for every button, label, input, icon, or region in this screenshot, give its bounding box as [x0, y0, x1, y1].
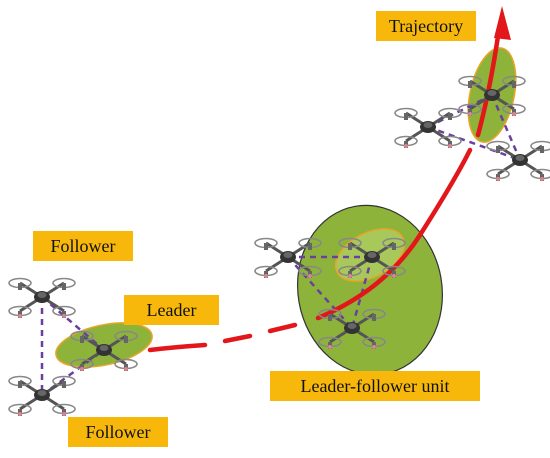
- leader-label: Leader: [124, 295, 219, 325]
- trajectory-arrow-icon: [494, 6, 511, 40]
- follower-label-bottom: Follower: [68, 417, 168, 447]
- top-follower-drone-right: [485, 140, 550, 183]
- top-follower-drone-left: [393, 107, 463, 150]
- trajectory-path: [147, 33, 501, 353]
- leader-follower-unit-label: Leader-follower unit: [270, 371, 480, 401]
- trajectory-label: Trajectory: [376, 11, 476, 41]
- follower-label-top: Follower: [33, 231, 133, 261]
- follower-drone-bottom: [7, 375, 77, 418]
